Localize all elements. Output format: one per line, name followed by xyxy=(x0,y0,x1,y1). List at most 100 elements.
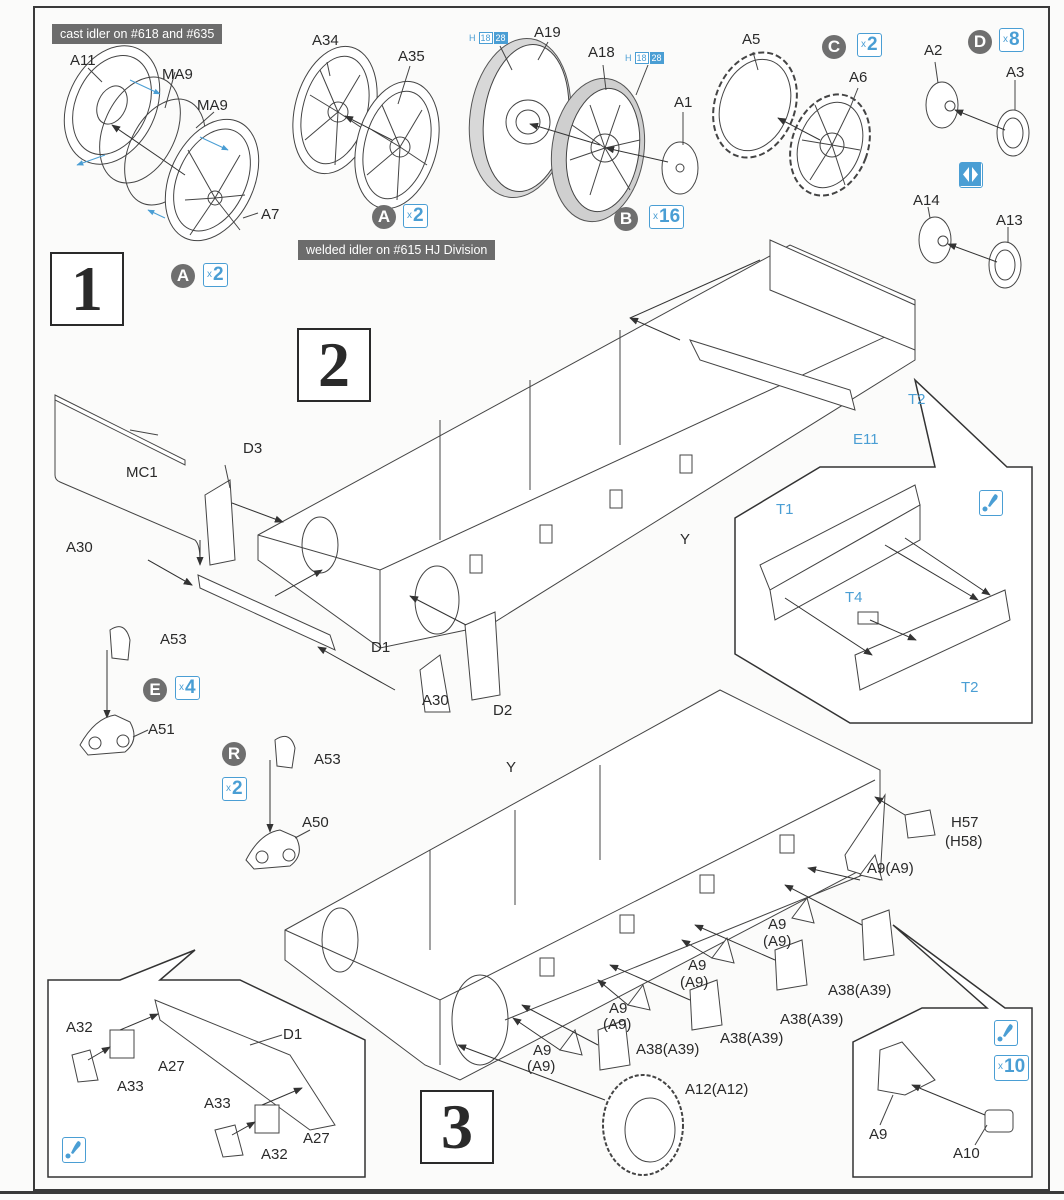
multiplier-badge: x16 xyxy=(649,205,685,229)
part-label-a1: A1 xyxy=(674,94,693,111)
multiplier-badge: x2 xyxy=(222,777,247,801)
paint-prefix: H xyxy=(625,53,632,63)
cast-idler-note: cast idler on #618 and #635 xyxy=(52,24,223,44)
part-label-mc1: MC1 xyxy=(126,464,158,481)
hull-step2-drawing xyxy=(54,239,916,713)
detail-label-a9: A9 xyxy=(869,1126,888,1143)
subassembly-badge-d: D xyxy=(968,30,992,54)
part-label-a35: A35 xyxy=(398,48,425,65)
multiplier-badge: x2 xyxy=(857,33,882,57)
multiplier-value: 4 xyxy=(185,677,196,699)
part-label-a38: A38(A39) xyxy=(636,1041,700,1058)
detail-label-a27: A27 xyxy=(158,1058,185,1075)
detail-label-a27: A27 xyxy=(303,1130,330,1147)
multiplier-badge: x10 xyxy=(994,1055,1030,1081)
bogie-drawings xyxy=(79,626,311,870)
part-label-a51: A51 xyxy=(148,721,175,738)
bottom-rule xyxy=(0,1191,1064,1194)
return-roller-drawing xyxy=(918,61,1030,289)
glue-icon xyxy=(62,1137,86,1163)
part-label-a30: A30 xyxy=(66,539,93,556)
part-label-a7: A7 xyxy=(261,206,280,223)
glue-icon xyxy=(994,1020,1018,1046)
part-label-a14: A14 xyxy=(913,192,940,209)
part-label-a9: (A9) xyxy=(680,974,709,991)
page-frame xyxy=(33,6,1050,1191)
part-label-a9: (A9) xyxy=(603,1016,632,1033)
detail-label-t1: T1 xyxy=(776,501,794,518)
hull-step3-drawing xyxy=(284,689,936,1176)
step-number-3: 3 xyxy=(420,1090,494,1164)
part-label-a2: A2 xyxy=(924,42,943,59)
step-number-1: 1 xyxy=(50,252,124,326)
part-label-a9: A9 xyxy=(688,957,707,974)
part-label-a50: A50 xyxy=(302,814,329,831)
multiplier-badge: x8 xyxy=(999,28,1024,52)
detail-label-a10: A10 xyxy=(953,1145,980,1162)
part-label-a13: A13 xyxy=(996,212,1023,229)
part-label-a19: A19 xyxy=(534,24,561,41)
part-label-a12: A12(A12) xyxy=(685,1081,749,1098)
part-label-a3: A3 xyxy=(1006,64,1025,81)
paint-code-a18: H 18 28 xyxy=(625,52,664,64)
welded-idler-note: welded idler on #615 HJ Division xyxy=(298,240,496,260)
paint-code: 28 xyxy=(649,52,664,64)
part-label-y: Y xyxy=(680,531,691,548)
part-label-a38: A38(A39) xyxy=(780,1011,844,1028)
subassembly-badge-r: R xyxy=(222,742,246,766)
part-label-a53: A53 xyxy=(160,631,187,648)
part-label-h57: H57 xyxy=(951,814,979,831)
subassembly-badge-c: C xyxy=(822,35,846,59)
road-wheel-drawing xyxy=(468,37,699,223)
paint-code: 28 xyxy=(493,32,508,44)
subassembly-badge-e: E xyxy=(143,678,167,702)
mirror-symmetric-icon xyxy=(959,162,983,188)
part-label-a18: A18 xyxy=(588,44,615,61)
detail-label-t4: T4 xyxy=(845,589,863,606)
multiplier-value: 2 xyxy=(867,34,878,56)
welded-idler-drawing xyxy=(292,45,440,210)
part-label-ma9: MA9 xyxy=(162,66,193,83)
part-label-a9: A9 xyxy=(609,1000,628,1017)
detail-callout-step3-left xyxy=(47,949,366,1178)
part-label-a38: A38(A39) xyxy=(720,1030,784,1047)
part-label-a6: A6 xyxy=(849,69,868,86)
part-label-d3: D3 xyxy=(243,440,263,457)
part-label-d1: D1 xyxy=(371,639,391,656)
paint-prefix: H xyxy=(469,33,476,43)
detail-callout-step3-right xyxy=(852,924,1033,1178)
multiplier-value: 2 xyxy=(232,778,243,800)
part-label-a9: A9 xyxy=(768,916,787,933)
multiplier-value: 10 xyxy=(1004,1056,1026,1078)
part-label-a9: (A9) xyxy=(527,1058,556,1075)
part-label-y: Y xyxy=(506,759,517,776)
part-label-a30: A30 xyxy=(422,692,449,709)
part-label-a38: A38(A39) xyxy=(828,982,892,999)
part-label-a34: A34 xyxy=(312,32,339,49)
detail-label-d1: D1 xyxy=(283,1026,303,1043)
multiplier-badge: x2 xyxy=(403,204,428,228)
paint-code: 18 xyxy=(478,32,493,44)
paint-code-a19: H 18 28 xyxy=(469,32,508,44)
part-label-a9: (A9) xyxy=(763,933,792,950)
part-label-a5: A5 xyxy=(742,31,761,48)
multiplier-value: 8 xyxy=(1009,29,1020,51)
sprocket-drawing xyxy=(712,51,871,197)
glue-icon xyxy=(979,490,1003,516)
multiplier-value: 16 xyxy=(659,206,681,228)
subassembly-badge-a: A xyxy=(171,264,195,288)
step-number-2: 2 xyxy=(297,328,371,402)
detail-label-a32: A32 xyxy=(261,1146,288,1163)
part-label-a9: A9 xyxy=(533,1042,552,1059)
multiplier-value: 2 xyxy=(413,205,424,227)
part-label-a11: A11 xyxy=(70,52,96,69)
detail-label-t2: T2 xyxy=(961,679,979,696)
detail-label-a33: A33 xyxy=(117,1078,144,1095)
part-label-d2: D2 xyxy=(493,702,513,719)
part-label-e11: E11 xyxy=(853,431,879,448)
subassembly-badge-b: B xyxy=(614,207,638,231)
part-label-a9: A9(A9) xyxy=(867,860,914,877)
multiplier-badge: x2 xyxy=(203,263,228,287)
detail-callout-step2 xyxy=(734,377,1033,724)
